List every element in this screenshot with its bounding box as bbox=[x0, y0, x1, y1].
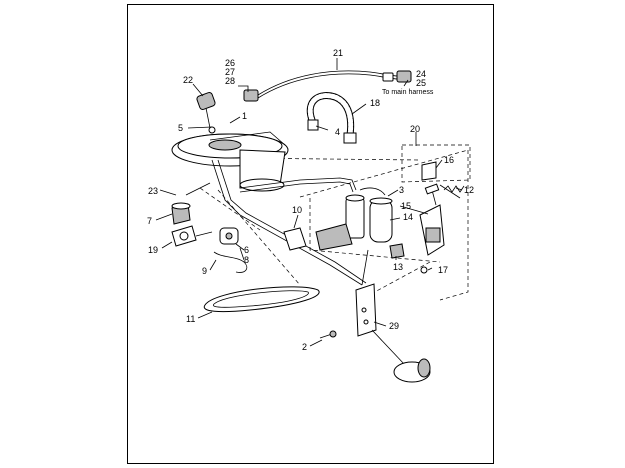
return-hose bbox=[213, 251, 248, 273]
callout-3: 3 bbox=[399, 185, 404, 195]
fuel-pump bbox=[315, 187, 393, 251]
wiring-harness bbox=[243, 70, 412, 102]
callout-20: 20 bbox=[410, 124, 420, 134]
retaining-clip bbox=[421, 161, 437, 181]
sender-wires bbox=[211, 159, 367, 286]
callout-7: 7 bbox=[147, 216, 152, 226]
callout-2: 2 bbox=[302, 342, 307, 352]
callout-9: 9 bbox=[202, 266, 207, 276]
harness-note: To main harness bbox=[382, 89, 434, 96]
callout-23: 23 bbox=[148, 186, 158, 196]
callout-28: 28 bbox=[225, 76, 235, 86]
callout-11: 11 bbox=[186, 314, 195, 324]
callout-24: 24 bbox=[416, 69, 426, 79]
pump-mounting-flange bbox=[171, 131, 289, 192]
callout-labels: 21 26 27 28 24 25 To main harness 22 18 … bbox=[147, 48, 474, 352]
callout-21: 21 bbox=[333, 48, 343, 58]
harness-connector-right bbox=[396, 70, 412, 83]
spring bbox=[443, 185, 465, 193]
gasket bbox=[203, 286, 320, 313]
leader-lines bbox=[155, 58, 463, 347]
callout-1: 1 bbox=[242, 111, 247, 121]
fuel-hose bbox=[306, 92, 357, 144]
vent-valve bbox=[196, 92, 216, 134]
callout-8: 8 bbox=[244, 255, 249, 265]
level-sender bbox=[355, 249, 431, 383]
pressure-regulator bbox=[219, 227, 239, 245]
callout-15: 15 bbox=[401, 201, 411, 211]
callout-13: 13 bbox=[393, 262, 403, 272]
callout-17: 17 bbox=[438, 265, 448, 275]
callout-12: 12 bbox=[464, 185, 474, 195]
callout-14: 14 bbox=[403, 212, 413, 222]
float-sender bbox=[419, 183, 461, 256]
callout-22: 22 bbox=[183, 75, 193, 85]
callout-10: 10 bbox=[292, 205, 302, 215]
clip-small bbox=[420, 266, 428, 274]
callout-4: 4 bbox=[335, 127, 340, 137]
callout-29: 29 bbox=[389, 321, 399, 331]
callout-18: 18 bbox=[370, 98, 380, 108]
fuel-filter-cluster bbox=[171, 182, 213, 247]
callout-19: 19 bbox=[148, 245, 158, 255]
callout-27: 27 bbox=[225, 67, 235, 77]
callout-5: 5 bbox=[178, 123, 183, 133]
harness-connector-left bbox=[243, 89, 259, 102]
screw bbox=[319, 330, 337, 339]
callout-6: 6 bbox=[244, 245, 249, 255]
callout-25: 25 bbox=[416, 78, 426, 88]
callout-16: 16 bbox=[444, 155, 454, 165]
grommet bbox=[389, 243, 405, 259]
callout-26: 26 bbox=[225, 58, 235, 68]
bracket bbox=[283, 227, 307, 251]
